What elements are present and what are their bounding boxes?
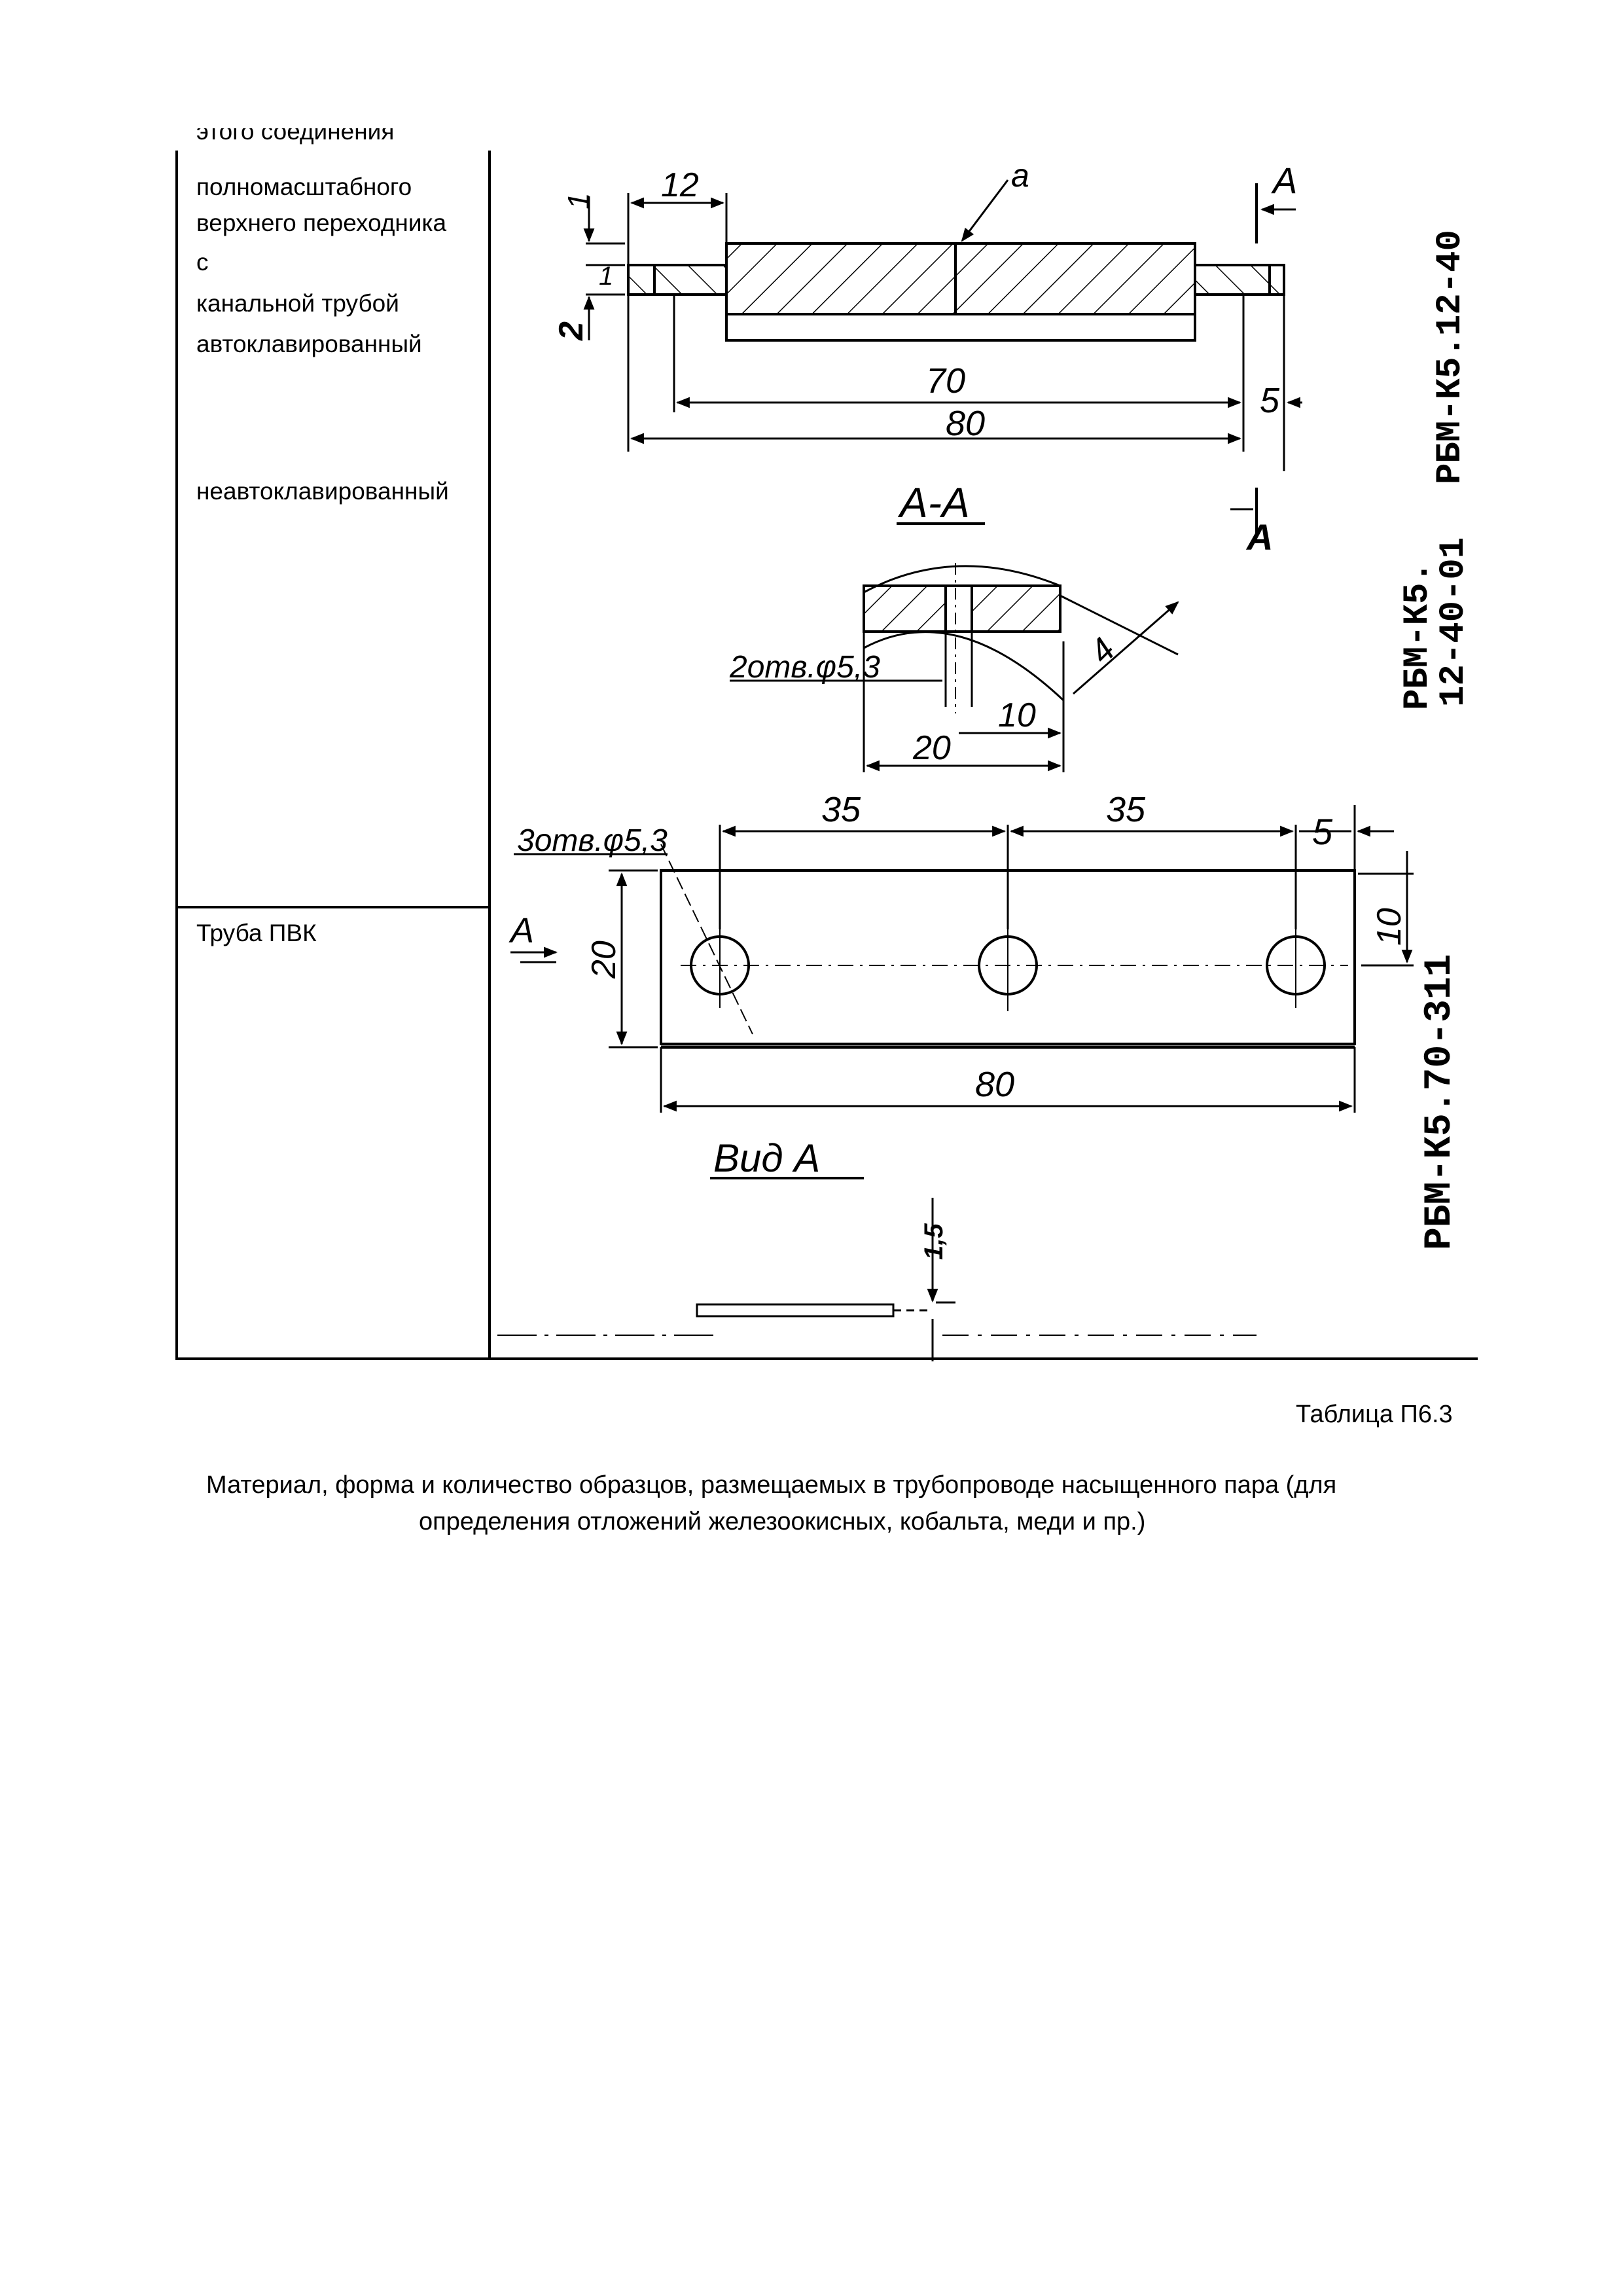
row1-line-1: полномасштабного xyxy=(196,173,412,200)
dim-view-a: 1,5 xyxy=(919,1223,948,1260)
marker-a: a xyxy=(1011,157,1029,194)
row1-line-3: с xyxy=(196,249,209,276)
hole-note-3: 3отв.φ5,3 xyxy=(517,823,668,858)
table-bottom-border xyxy=(175,1357,1478,1360)
part-code-3: РБМ-К5.70-311 xyxy=(1419,954,1461,1250)
row1-line-5: автоклавированный xyxy=(196,331,422,357)
table-row-divider xyxy=(175,906,491,908)
row1-line-2: верхнего переходника xyxy=(196,209,447,236)
left-flange xyxy=(627,264,728,296)
table-title-line-1: Материал, форма и количество образцов, р… xyxy=(206,1471,1337,1499)
view-a-label: Вид А xyxy=(713,1136,820,1180)
technical-drawing: 12 1 1 2 70 5 80 A A a A-A 2отв.φ5,3 20 … xyxy=(497,157,1474,1361)
table-number: Таблица П6.3 xyxy=(1296,1401,1453,1428)
plate-body-hatched xyxy=(725,242,1196,315)
dim-35-right: 35 xyxy=(1106,790,1146,829)
row1-line-4: канальной трубой xyxy=(196,290,399,317)
dim-10-plan: 10 xyxy=(1370,908,1408,946)
hole-note-2: 2отв.φ5,3 xyxy=(729,650,880,685)
dim-20-section: 20 xyxy=(912,729,951,767)
specimen-table xyxy=(175,151,1478,1360)
dim-1-top: 1 xyxy=(562,192,596,209)
plate-plan-view xyxy=(510,805,1414,1113)
plate-side-view xyxy=(583,179,1302,537)
row2-label: Труба ПВК xyxy=(196,920,317,946)
dim-4-section: 4 xyxy=(1082,631,1122,671)
dim-70: 70 xyxy=(926,361,965,401)
dim-2: 2 xyxy=(552,321,590,341)
dim-20-plan: 20 xyxy=(585,941,623,979)
row1-partial-line: этого соединения xyxy=(196,128,395,145)
dim-80-top: 80 xyxy=(946,404,985,443)
plate-underside xyxy=(725,313,1196,342)
dim-1: 1 xyxy=(599,262,613,291)
dim-10-section: 10 xyxy=(998,696,1036,734)
table-left-border xyxy=(175,151,178,1360)
table-column-divider xyxy=(488,151,491,1360)
row1-line-6: неавтоклавированный xyxy=(196,478,449,505)
section-a-label: A xyxy=(1271,160,1297,201)
view-a-strip xyxy=(497,1198,1257,1361)
dim-35-left: 35 xyxy=(821,790,861,829)
table-title-line-2: определения отложений железоокисных, коб… xyxy=(419,1508,1146,1535)
section-a-bottom-label: A xyxy=(1245,516,1273,558)
section-title: A-A xyxy=(897,479,970,526)
dim-80-plan: 80 xyxy=(975,1065,1014,1104)
view-arrow-a: A xyxy=(508,911,534,950)
dim-12: 12 xyxy=(661,166,699,204)
section-aa xyxy=(730,563,1179,772)
part-code-1: РБМ-К5.12-40 xyxy=(1431,230,1471,484)
dim-5-plan: 5 xyxy=(1312,811,1333,852)
part-code-2a: РБМ-К5. xyxy=(1398,562,1438,710)
part-code-2b: 12-40-01 xyxy=(1434,537,1474,707)
dim-5: 5 xyxy=(1260,381,1280,420)
